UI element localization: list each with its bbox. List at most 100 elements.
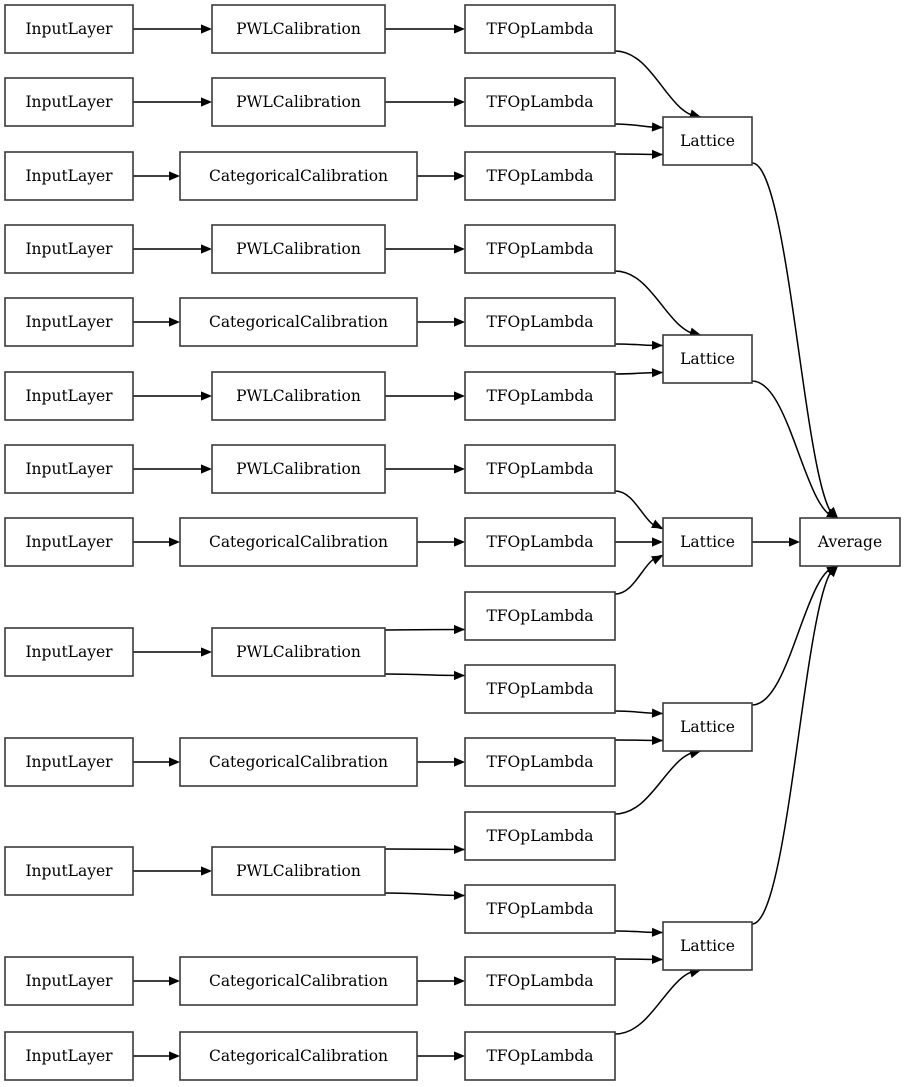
node-inputlayer[interactable]: InputLayer [4, 297, 134, 347]
node-tfoplambda[interactable]: TFOpLambda [464, 4, 616, 54]
node-tfoplambda[interactable]: TFOpLambda [464, 664, 616, 714]
node-box-categoricalcalibration[interactable] [179, 151, 418, 201]
node-box-tfoplambda[interactable] [464, 884, 616, 934]
node-box-pwlcalibration[interactable] [211, 371, 386, 421]
node-box-categoricalcalibration[interactable] [179, 517, 418, 567]
node-box-tfoplambda[interactable] [464, 371, 616, 421]
node-average[interactable]: Average [799, 517, 901, 567]
node-tfoplambda[interactable]: TFOpLambda [464, 884, 616, 934]
node-box-categoricalcalibration[interactable] [179, 737, 418, 787]
node-inputlayer[interactable]: InputLayer [4, 956, 134, 1006]
node-box-pwlcalibration[interactable] [211, 224, 386, 274]
node-box-pwlcalibration[interactable] [211, 4, 386, 54]
node-tfoplambda[interactable]: TFOpLambda [464, 517, 616, 567]
node-box-average[interactable] [799, 517, 901, 567]
node-box-categoricalcalibration[interactable] [179, 1031, 418, 1081]
node-tfoplambda[interactable]: TFOpLambda [464, 77, 616, 127]
node-categoricalcalibration[interactable]: CategoricalCalibration [179, 1031, 418, 1081]
node-inputlayer[interactable]: InputLayer [4, 627, 134, 677]
node-tfoplambda[interactable]: TFOpLambda [464, 224, 616, 274]
node-box-inputlayer[interactable] [4, 297, 134, 347]
node-box-tfoplambda[interactable] [464, 517, 616, 567]
node-box-tfoplambda[interactable] [464, 151, 616, 201]
node-box-tfoplambda[interactable] [464, 77, 616, 127]
node-box-tfoplambda[interactable] [464, 1031, 616, 1081]
node-inputlayer[interactable]: InputLayer [4, 517, 134, 567]
node-categoricalcalibration[interactable]: CategoricalCalibration [179, 517, 418, 567]
node-box-pwlcalibration[interactable] [211, 846, 386, 896]
node-label-inputlayer: InputLayer [25, 387, 113, 405]
node-tfoplambda[interactable]: TFOpLambda [464, 737, 616, 787]
node-box-tfoplambda[interactable] [464, 811, 616, 861]
node-box-inputlayer[interactable] [4, 737, 134, 787]
node-box-pwlcalibration[interactable] [211, 77, 386, 127]
node-tfoplambda[interactable]: TFOpLambda [464, 297, 616, 347]
node-box-lattice[interactable] [662, 517, 753, 567]
node-inputlayer[interactable]: InputLayer [4, 846, 134, 896]
node-pwlcalibration[interactable]: PWLCalibration [211, 224, 386, 274]
node-lattice[interactable]: Lattice [662, 116, 753, 166]
node-box-inputlayer[interactable] [4, 224, 134, 274]
node-box-inputlayer[interactable] [4, 151, 134, 201]
node-pwlcalibration[interactable]: PWLCalibration [211, 627, 386, 677]
node-categoricalcalibration[interactable]: CategoricalCalibration [179, 737, 418, 787]
node-box-pwlcalibration[interactable] [211, 444, 386, 494]
node-tfoplambda[interactable]: TFOpLambda [464, 811, 616, 861]
node-inputlayer[interactable]: InputLayer [4, 371, 134, 421]
arrowhead-pwlcalibration [201, 647, 212, 657]
node-box-inputlayer[interactable] [4, 956, 134, 1006]
node-inputlayer[interactable]: InputLayer [4, 4, 134, 54]
node-tfoplambda[interactable]: TFOpLambda [464, 151, 616, 201]
node-box-inputlayer[interactable] [4, 444, 134, 494]
node-box-inputlayer[interactable] [4, 4, 134, 54]
node-pwlcalibration[interactable]: PWLCalibration [211, 444, 386, 494]
node-box-categoricalcalibration[interactable] [179, 297, 418, 347]
node-tfoplambda[interactable]: TFOpLambda [464, 444, 616, 494]
node-inputlayer[interactable]: InputLayer [4, 444, 134, 494]
node-label-categoricalcalibration: CategoricalCalibration [209, 753, 388, 771]
node-inputlayer[interactable]: InputLayer [4, 151, 134, 201]
node-inputlayer[interactable]: InputLayer [4, 737, 134, 787]
node-box-tfoplambda[interactable] [464, 956, 616, 1006]
node-box-tfoplambda[interactable] [464, 444, 616, 494]
node-lattice[interactable]: Lattice [662, 921, 753, 971]
node-box-lattice[interactable] [662, 334, 753, 384]
node-box-lattice[interactable] [662, 921, 753, 971]
node-categoricalcalibration[interactable]: CategoricalCalibration [179, 956, 418, 1006]
arrowhead-pwlcalibration [201, 391, 212, 401]
node-box-inputlayer[interactable] [4, 517, 134, 567]
node-box-tfoplambda[interactable] [464, 297, 616, 347]
node-box-tfoplambda[interactable] [464, 664, 616, 714]
arrowhead-lattice [651, 149, 663, 159]
node-box-inputlayer[interactable] [4, 77, 134, 127]
node-lattice[interactable]: Lattice [662, 334, 753, 384]
node-box-inputlayer[interactable] [4, 1031, 134, 1081]
node-box-lattice[interactable] [662, 116, 753, 166]
node-inputlayer[interactable]: InputLayer [4, 1031, 134, 1081]
node-box-lattice[interactable] [662, 702, 753, 752]
node-categoricalcalibration[interactable]: CategoricalCalibration [179, 297, 418, 347]
node-box-tfoplambda[interactable] [464, 591, 616, 641]
node-box-inputlayer[interactable] [4, 627, 134, 677]
node-inputlayer[interactable]: InputLayer [4, 224, 134, 274]
node-box-inputlayer[interactable] [4, 371, 134, 421]
node-categoricalcalibration[interactable]: CategoricalCalibration [179, 151, 418, 201]
node-inputlayer[interactable]: InputLayer [4, 77, 134, 127]
node-lattice[interactable]: Lattice [662, 517, 753, 567]
node-box-inputlayer[interactable] [4, 846, 134, 896]
node-box-pwlcalibration[interactable] [211, 627, 386, 677]
node-tfoplambda[interactable]: TFOpLambda [464, 371, 616, 421]
node-pwlcalibration[interactable]: PWLCalibration [211, 77, 386, 127]
node-tfoplambda[interactable]: TFOpLambda [464, 1031, 616, 1081]
node-pwlcalibration[interactable]: PWLCalibration [211, 4, 386, 54]
node-lattice[interactable]: Lattice [662, 702, 753, 752]
node-label-inputlayer: InputLayer [25, 460, 113, 478]
node-box-categoricalcalibration[interactable] [179, 956, 418, 1006]
node-box-tfoplambda[interactable] [464, 224, 616, 274]
node-box-tfoplambda[interactable] [464, 4, 616, 54]
node-pwlcalibration[interactable]: PWLCalibration [211, 371, 386, 421]
node-pwlcalibration[interactable]: PWLCalibration [211, 846, 386, 896]
node-tfoplambda[interactable]: TFOpLambda [464, 591, 616, 641]
node-box-tfoplambda[interactable] [464, 737, 616, 787]
node-tfoplambda[interactable]: TFOpLambda [464, 956, 616, 1006]
